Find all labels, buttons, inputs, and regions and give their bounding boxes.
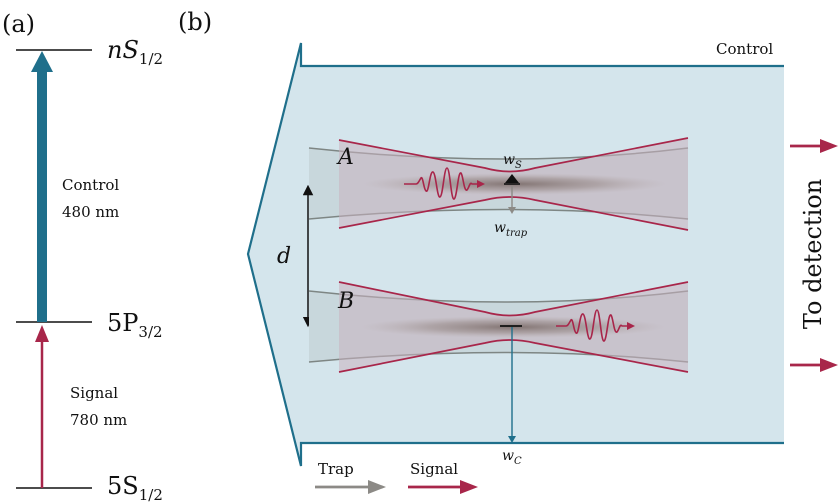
- signal-waist-a-marker: [505, 174, 519, 183]
- detection-arrow-b-head: [820, 358, 838, 372]
- level-5S-label: 5S1/2: [107, 472, 163, 503]
- signal-beam-b-upper: [338, 281, 689, 317]
- control-label: Control: [62, 176, 119, 194]
- control-wavelength: 480 nm: [62, 203, 119, 221]
- distance-d-label: d: [277, 244, 291, 269]
- control-beam-region: [248, 43, 784, 466]
- signal-wavepacket-a: [404, 167, 478, 200]
- control-beam-outline: [246, 42, 784, 467]
- ensemble-b-label: B: [337, 289, 354, 314]
- legend-signal-label: Signal: [410, 460, 458, 478]
- trap-waist-arrow-head: [508, 207, 516, 214]
- legend-trap-label: Trap: [318, 460, 354, 478]
- control-transition-arrow-head: [31, 51, 53, 72]
- detection-arrow-a-head: [820, 139, 838, 153]
- ensemble-a-label: A: [336, 145, 354, 170]
- signal-wavelength: 780 nm: [70, 411, 127, 429]
- legend-signal-arrow-head: [460, 480, 478, 494]
- atom-cloud-b: [361, 316, 665, 338]
- signal-beam-a-lower: [338, 196, 689, 231]
- panel-b-label: (b): [178, 8, 212, 36]
- control-waist-label: wC: [502, 448, 522, 467]
- level-5P-label: 5P3/2: [107, 309, 163, 341]
- legend-trap-arrow-head: [368, 480, 386, 494]
- control-waist-arrow-head: [508, 436, 516, 443]
- signal-wavepacket-b: [556, 309, 628, 342]
- signal-beam-a-upper: [338, 137, 689, 173]
- panel-a-label: (a): [2, 10, 35, 38]
- level-nS-label: nS1/2: [107, 36, 163, 68]
- signal-waist-label: wS: [503, 152, 522, 171]
- signal-wavepacket-b-arrowhead: [627, 322, 635, 330]
- signal-wavepacket-a-arrowhead: [477, 180, 485, 188]
- signal-beam-b-lower: [338, 339, 689, 373]
- control-transition-arrow-shaft: [37, 70, 47, 322]
- signal-transition-arrow-head: [35, 325, 49, 342]
- level-5P-letter: 5P: [107, 309, 138, 337]
- control-beam-label: Control: [716, 40, 773, 58]
- to-detection-label: To detection: [799, 179, 827, 329]
- signal-label: Signal: [70, 384, 118, 402]
- trap-waist-label: wtrap: [494, 220, 528, 239]
